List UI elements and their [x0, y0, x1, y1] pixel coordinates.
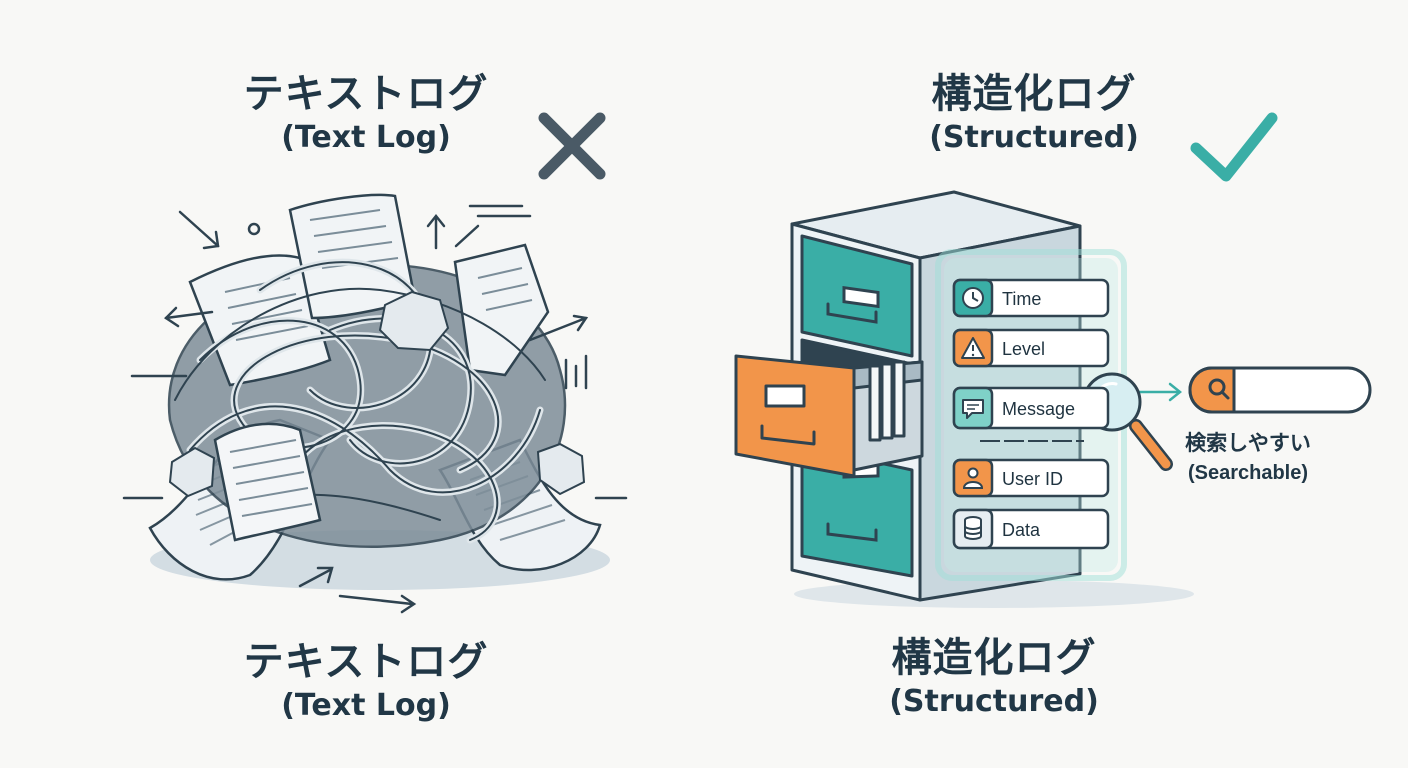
- structured-log-caption-ja: 構造化ログ: [891, 635, 1097, 681]
- text-log-panel: テキストログ (Text Log): [122, 70, 628, 726]
- cross-icon: [538, 112, 606, 180]
- searchable-label-en: (Searchable): [1188, 462, 1308, 484]
- clock-icon: [962, 287, 984, 309]
- searchable-label-ja: 検索しやすい: [1185, 431, 1311, 455]
- structured-log-title-en: (Structured): [929, 120, 1139, 155]
- field-label-time: Time: [1002, 289, 1041, 309]
- check-icon: [1190, 112, 1278, 182]
- field-row-level: Level: [952, 328, 1110, 368]
- text-log-heading: テキストログ (Text Log): [216, 70, 516, 158]
- structured-log-caption-en: (Structured): [889, 684, 1099, 719]
- chaos-arrows: [122, 204, 628, 614]
- structured-log-caption: 構造化ログ (Structured): [834, 634, 1154, 722]
- field-label-user-id: User ID: [1002, 469, 1063, 489]
- field-label-data: Data: [1002, 520, 1041, 540]
- text-log-title-en: (Text Log): [281, 120, 451, 155]
- search-bar[interactable]: [1188, 366, 1372, 414]
- field-label-level: Level: [1002, 339, 1045, 359]
- crumpled-paper: [168, 290, 586, 498]
- structured-log-panel: 構造化ログ (Structured): [704, 0, 1408, 768]
- chat-icon: [962, 399, 984, 419]
- structured-log-heading: 構造化ログ (Structured): [874, 70, 1194, 158]
- text-log-caption-en: (Text Log): [281, 688, 451, 723]
- text-log-illustration: [122, 112, 628, 614]
- field-row-message: Message: [952, 386, 1110, 430]
- text-log-caption: テキストログ (Text Log): [216, 638, 516, 726]
- user-icon: [962, 467, 984, 489]
- warning-icon: [961, 337, 985, 359]
- open-drawer: [734, 354, 924, 478]
- text-log-title-ja: テキストログ: [243, 71, 489, 117]
- structured-log-title-ja: 構造化ログ: [931, 71, 1137, 117]
- field-row-user-id: User ID: [952, 458, 1110, 498]
- structured-log-illustration: 検索しやすい (Searchable) Time Level: [734, 112, 1372, 608]
- database-icon: [964, 516, 982, 540]
- field-label-message: Message: [1002, 399, 1075, 419]
- text-log-caption-ja: テキストログ: [243, 639, 489, 685]
- field-row-data: Data: [952, 508, 1110, 550]
- field-row-time: Time: [952, 278, 1110, 318]
